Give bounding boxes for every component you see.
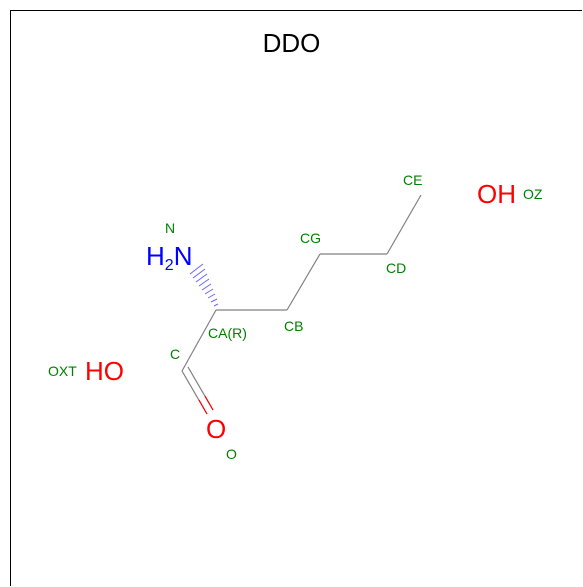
name-label-cd: CD [386,260,406,276]
bond-cb-cg [286,253,321,311]
name-label-c: C [170,346,180,362]
name-label-oz: OZ [523,186,543,202]
name-label-cg: CG [300,230,321,246]
name-label-cb: CB [284,318,303,334]
bond-ca-c [181,309,217,372]
diagram-title: DDO [262,28,321,58]
bond-cd-ce [386,194,422,255]
atom-oz-symbol: OH [477,179,516,209]
name-label-ca: CA(R) [208,325,247,341]
atom-n-symbol: H2N [146,241,192,274]
atom-oxt-symbol: HO [85,356,124,386]
name-label-o: O [226,446,237,462]
name-label-n: N [165,220,175,236]
bond-c-o-1-red [198,399,208,415]
name-label-oxt: OXT [48,363,77,379]
bond-ca-n-hashed [189,263,219,307]
atom-o-symbol: O [206,414,226,444]
bond-c-o-2-red [204,395,214,411]
name-label-ce: CE [403,172,422,188]
diagram-frame [10,10,582,586]
